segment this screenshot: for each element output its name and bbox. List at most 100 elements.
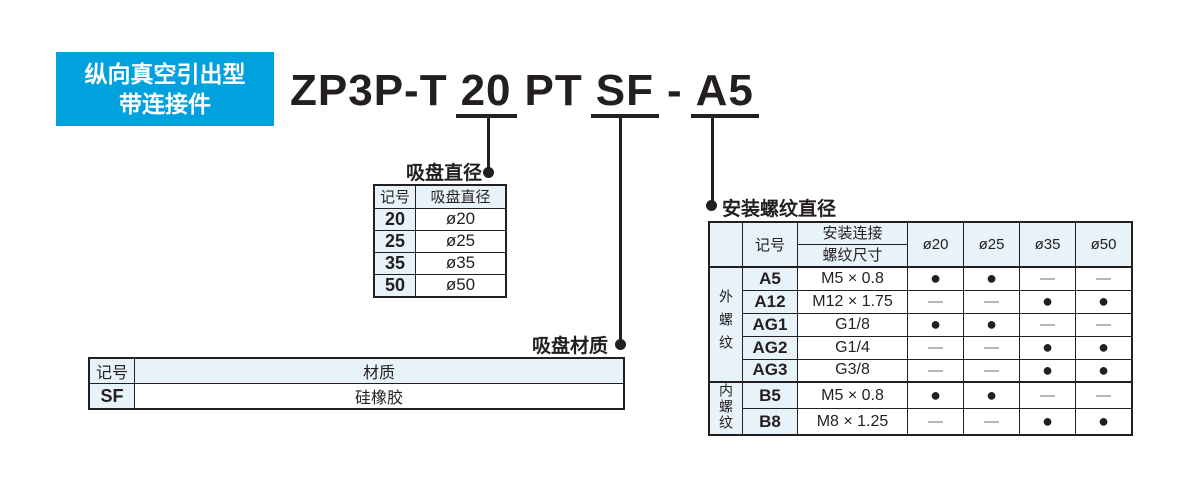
symbol-cell: B5 <box>742 381 798 409</box>
symbol-cell: 50 <box>373 273 416 297</box>
group-label-text: 内螺纹 <box>718 383 734 431</box>
table-row: B8 M8 × 1.25 — — ● ● <box>709 408 1133 436</box>
mark: ● <box>907 312 964 337</box>
mark: ● <box>963 266 1020 291</box>
table-row: A12 M12 × 1.75 — — ● ● <box>709 289 1133 314</box>
symbol-cell: 20 <box>373 207 416 231</box>
mark: — <box>907 289 964 314</box>
table-row: 50 ø50 <box>373 273 507 297</box>
column-header: 记号 <box>373 184 416 209</box>
mark: — <box>963 289 1020 314</box>
value-cell: ø35 <box>415 251 507 275</box>
value-cell: ø50 <box>415 273 507 297</box>
column-header: 记号 <box>88 357 135 384</box>
connector-line-thread <box>711 115 714 204</box>
mark: — <box>1075 312 1133 337</box>
symbol-cell: 35 <box>373 251 416 275</box>
column-header: 材质 <box>134 357 625 384</box>
value-cell: ø25 <box>415 229 507 253</box>
symbol-cell: SF <box>88 383 135 410</box>
column-header: 吸盘直径 <box>415 184 507 209</box>
table-row: 外螺纹 A5 M5 × 0.8 ● ● — — <box>708 266 1133 383</box>
model-segment-material: SF <box>590 69 659 118</box>
symbol-cell: B8 <box>742 408 798 436</box>
mark: ● <box>1075 408 1133 436</box>
mark: — <box>1075 381 1133 409</box>
model-segment-diameter: 20 <box>455 69 517 118</box>
thread-table: 记号 安装连接 螺纹尺寸 ø20 ø25 ø35 ø50 外螺纹 A5 M5 ×… <box>708 221 1133 436</box>
group-label-internal: 内螺纹 <box>708 381 743 436</box>
material-table-title: 吸盘材质 <box>531 336 608 357</box>
table-row: AG1 G1/8 ● ● — — <box>709 312 1133 337</box>
group-label-text: 外螺纹 <box>718 288 734 358</box>
mark: — <box>907 358 964 383</box>
table-header-row: 记号 安装连接 螺纹尺寸 ø20 ø25 ø35 ø50 <box>708 221 1133 268</box>
column-header: ø20 <box>907 221 964 268</box>
mark: ● <box>1019 408 1076 436</box>
mark: — <box>907 408 964 436</box>
table-row: 内螺纹 B5 M5 × 0.8 ● ● — — <box>708 381 1133 436</box>
model-segment-pt: PT <box>524 66 583 115</box>
symbol-cell: AG3 <box>742 358 798 383</box>
mark: — <box>907 335 964 360</box>
mark: — <box>1019 381 1076 409</box>
mark: — <box>963 358 1020 383</box>
table-header-row: 记号 吸盘直径 <box>373 184 507 209</box>
symbol-cell: 25 <box>373 229 416 253</box>
thread-size-cell: G3/8 <box>797 358 908 383</box>
thread-header-line1: 安装连接 <box>798 223 907 245</box>
column-header: ø35 <box>1019 221 1076 268</box>
mark: ● <box>963 312 1020 337</box>
column-header-thread: 安装连接 螺纹尺寸 <box>797 221 908 268</box>
value-cell: 硅橡胶 <box>134 383 625 410</box>
mark: ● <box>1075 335 1133 360</box>
table-row: AG2 G1/4 — — ● ● <box>709 335 1133 360</box>
symbol-cell: AG2 <box>742 335 798 360</box>
model-segment-thread: A5 <box>690 69 759 118</box>
column-header: 记号 <box>742 221 798 268</box>
diameter-table-title: 吸盘直径 <box>405 163 482 184</box>
table-row: AG3 G3/8 — — ● ● <box>709 358 1133 383</box>
thread-size-cell: M5 × 0.8 <box>797 381 908 409</box>
diameter-table: 记号 吸盘直径 20 ø20 25 ø25 35 ø35 50 ø50 <box>373 184 507 298</box>
material-table: 记号 材质 SF 硅橡胶 <box>88 357 625 410</box>
mark: ● <box>1019 358 1076 383</box>
category-badge: 纵向真空引出型 带连接件 <box>56 52 274 126</box>
symbol-cell: AG1 <box>742 312 798 337</box>
mark: ● <box>907 381 964 409</box>
connector-line-material <box>619 115 622 343</box>
connector-bullet-thread <box>706 200 717 211</box>
thread-size-cell: M8 × 1.25 <box>797 408 908 436</box>
thread-size-cell: G1/8 <box>797 312 908 337</box>
value-cell: ø20 <box>415 207 507 231</box>
thread-size-cell: M5 × 0.8 <box>797 266 908 291</box>
thread-table-title: 安装螺纹直径 <box>722 199 837 220</box>
connector-line-diameter <box>487 115 490 171</box>
mark: — <box>1019 266 1076 291</box>
column-header: ø25 <box>963 221 1020 268</box>
column-header: ø50 <box>1075 221 1133 268</box>
badge-line-2: 带连接件 <box>119 91 211 117</box>
thread-size-cell: M12 × 1.75 <box>797 289 908 314</box>
table-row: 25 ø25 <box>373 229 507 253</box>
mark: — <box>1019 312 1076 337</box>
thread-size-cell: G1/4 <box>797 335 908 360</box>
model-segment-dash: - <box>667 66 683 115</box>
mark: — <box>963 335 1020 360</box>
mark: ● <box>907 266 964 291</box>
table-header-row: 记号 材质 <box>88 357 625 384</box>
mark: — <box>963 408 1020 436</box>
mark: ● <box>1019 289 1076 314</box>
model-prefix: ZP3P-T <box>290 66 448 115</box>
connector-bullet-diameter <box>483 167 494 178</box>
table-row: SF 硅橡胶 <box>88 383 625 410</box>
badge-line-1: 纵向真空引出型 <box>84 61 246 87</box>
mark: ● <box>1075 289 1133 314</box>
symbol-cell: A5 <box>742 266 798 291</box>
group-label-external: 外螺纹 <box>708 266 743 383</box>
connector-bullet-material <box>615 339 626 350</box>
mark: ● <box>1075 358 1133 383</box>
thread-header: 安装连接 螺纹尺寸 <box>798 223 907 265</box>
